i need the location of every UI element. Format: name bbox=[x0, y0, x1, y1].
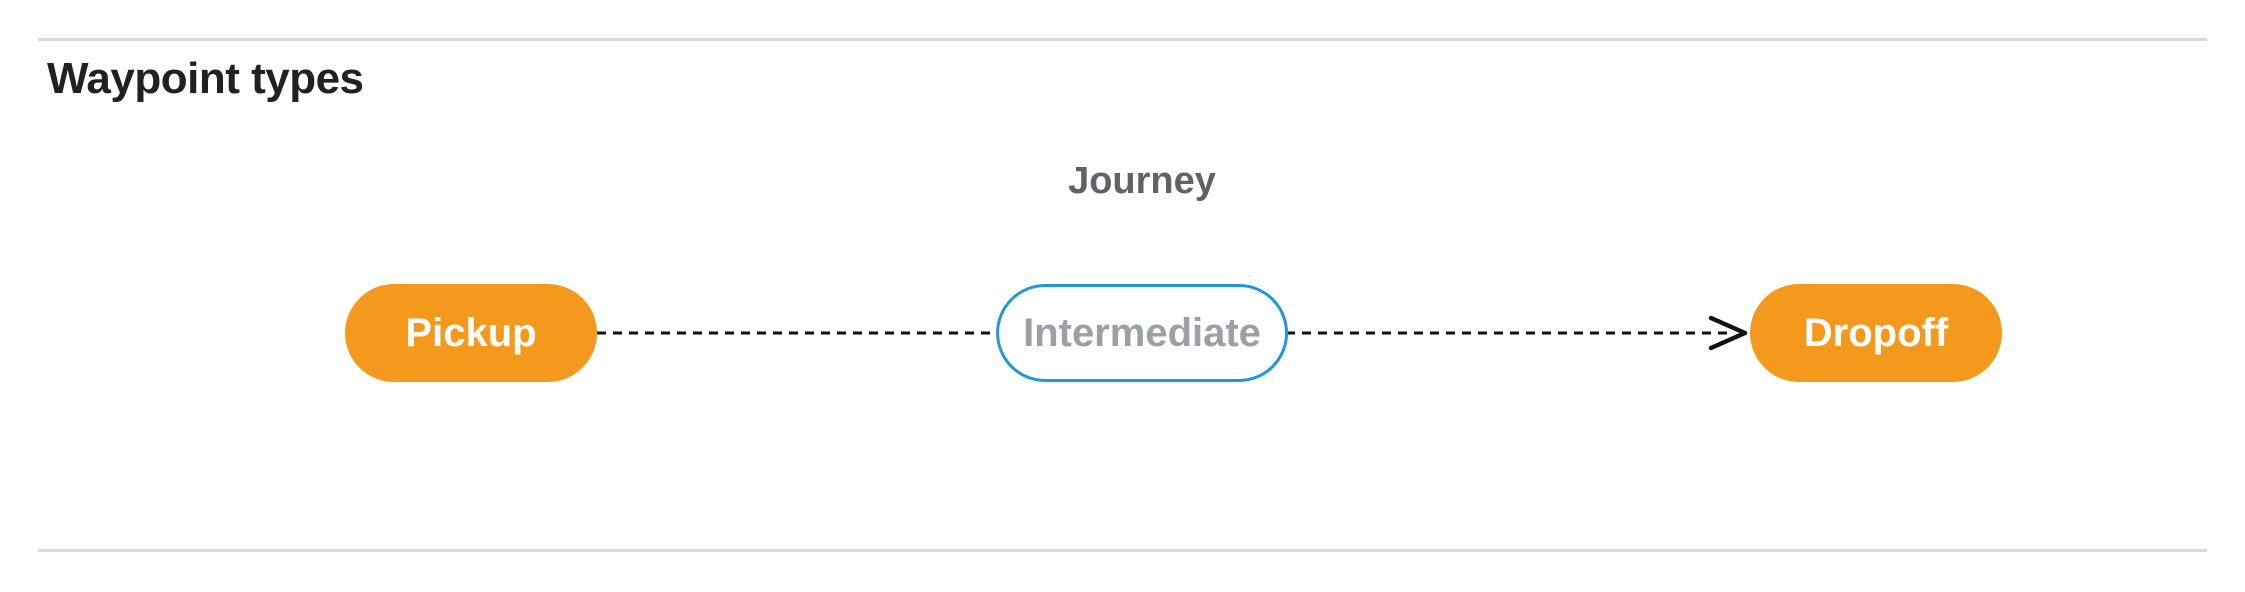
page-heading: Waypoint types bbox=[47, 54, 364, 103]
node-pickup: Pickup bbox=[345, 284, 597, 382]
arrowhead-icon bbox=[1708, 315, 1748, 351]
node-pickup-label: Pickup bbox=[405, 310, 537, 355]
node-dropoff: Dropoff bbox=[1750, 284, 2002, 382]
node-intermediate: Intermediate bbox=[996, 284, 1288, 382]
node-intermediate-label: Intermediate bbox=[1023, 310, 1261, 355]
bottom-divider bbox=[38, 549, 2207, 552]
top-divider bbox=[38, 38, 2207, 41]
journey-label: Journey bbox=[1068, 160, 1216, 202]
node-dropoff-label: Dropoff bbox=[1803, 310, 1949, 355]
